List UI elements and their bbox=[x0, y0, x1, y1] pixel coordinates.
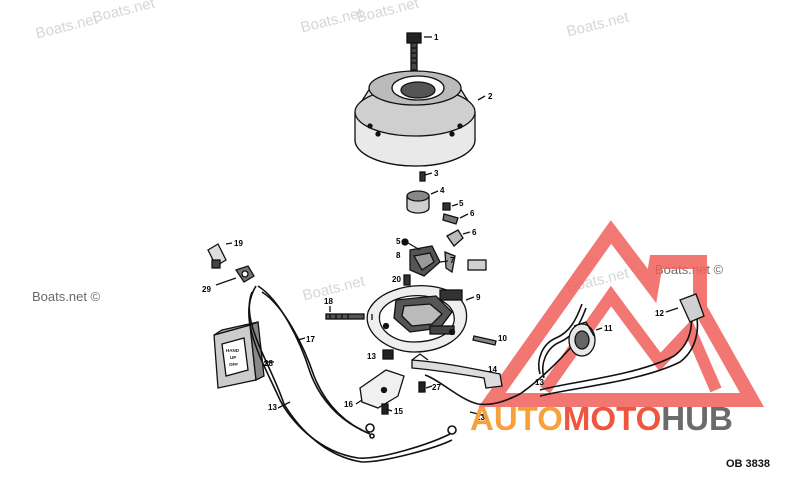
pad-part bbox=[467, 259, 487, 271]
brand-part-auto: AUTO bbox=[470, 400, 563, 437]
callout-label: 5 bbox=[459, 199, 464, 208]
flywheel-part-2 bbox=[354, 70, 486, 167]
brand-wordmark: AUTOMOTOHUB bbox=[470, 400, 733, 438]
bushing-part-4 bbox=[406, 190, 439, 214]
callout-labels: 1 2 3 4 5 6 5 6 7 8 9 10 11 12 13 13 13 … bbox=[202, 33, 664, 422]
callout-label: 14 bbox=[488, 365, 497, 374]
callout-label: 9 bbox=[476, 293, 481, 302]
callout-label: 8 bbox=[396, 251, 401, 260]
callout-label: 20 bbox=[392, 275, 401, 284]
diagram-code: OB 3838 bbox=[726, 458, 771, 470]
coil-part-11 bbox=[568, 321, 603, 357]
callout-label: 18 bbox=[324, 297, 333, 306]
callout-label: 15 bbox=[394, 407, 403, 416]
callout-label: 29 bbox=[202, 285, 211, 294]
key-part-3 bbox=[419, 171, 433, 182]
callout-label: 6 bbox=[472, 228, 477, 237]
callout-label: 13 bbox=[367, 352, 376, 361]
callout-label: 4 bbox=[440, 186, 445, 195]
brand-part-hub: HUB bbox=[661, 400, 733, 437]
bolt-part-1 bbox=[406, 32, 432, 71]
lever-part-14 bbox=[411, 353, 503, 389]
nut-part-29 bbox=[215, 265, 255, 286]
watermark-copyright: Boats.net © bbox=[32, 289, 101, 304]
switch-label-line: UP bbox=[230, 355, 236, 360]
callout-label: 13 bbox=[268, 403, 277, 412]
callout-label: 2 bbox=[488, 92, 493, 101]
wiring-harness bbox=[247, 285, 699, 463]
switch-face-label: HAND UP OFF bbox=[226, 348, 240, 367]
callout-label: 16 bbox=[344, 400, 353, 409]
pin-part-10 bbox=[472, 335, 497, 346]
switch-label-line: HAND bbox=[226, 348, 240, 353]
pin-part-20 bbox=[403, 274, 411, 286]
screw-part-18 bbox=[325, 313, 365, 320]
clip-parts-5-6 bbox=[442, 202, 471, 274]
switch-label-line: OFF bbox=[229, 362, 238, 367]
callout-label: 27 bbox=[432, 383, 441, 392]
callout-label: 5 bbox=[396, 237, 401, 246]
callout-label: 7 bbox=[450, 256, 455, 265]
callout-label: 10 bbox=[498, 334, 507, 343]
cam-part-7 bbox=[401, 238, 449, 277]
callout-label: 12 bbox=[655, 309, 664, 318]
brand-logo-icon bbox=[478, 220, 764, 407]
screw-part-27 bbox=[418, 381, 426, 393]
callout-label: 6 bbox=[470, 209, 475, 218]
callout-label: 3 bbox=[434, 169, 439, 178]
switch-box-part-28 bbox=[213, 321, 274, 389]
callout-label: 28 bbox=[264, 359, 273, 368]
brand-part-moto: MOTO bbox=[562, 400, 662, 437]
stator-plate-part-9 bbox=[366, 285, 475, 353]
spark-plug-cap-part-12 bbox=[665, 293, 705, 323]
bracket-part-16 bbox=[359, 369, 405, 409]
nut-part-13 bbox=[382, 349, 394, 360]
callout-label: 13 bbox=[535, 378, 544, 387]
callout-label: 11 bbox=[604, 324, 613, 333]
callout-label: 19 bbox=[234, 239, 243, 248]
callout-label: 17 bbox=[306, 335, 315, 344]
bulb-part-19 bbox=[207, 242, 233, 269]
callout-label: 1 bbox=[434, 33, 439, 42]
callout-label: 13 bbox=[476, 413, 485, 422]
